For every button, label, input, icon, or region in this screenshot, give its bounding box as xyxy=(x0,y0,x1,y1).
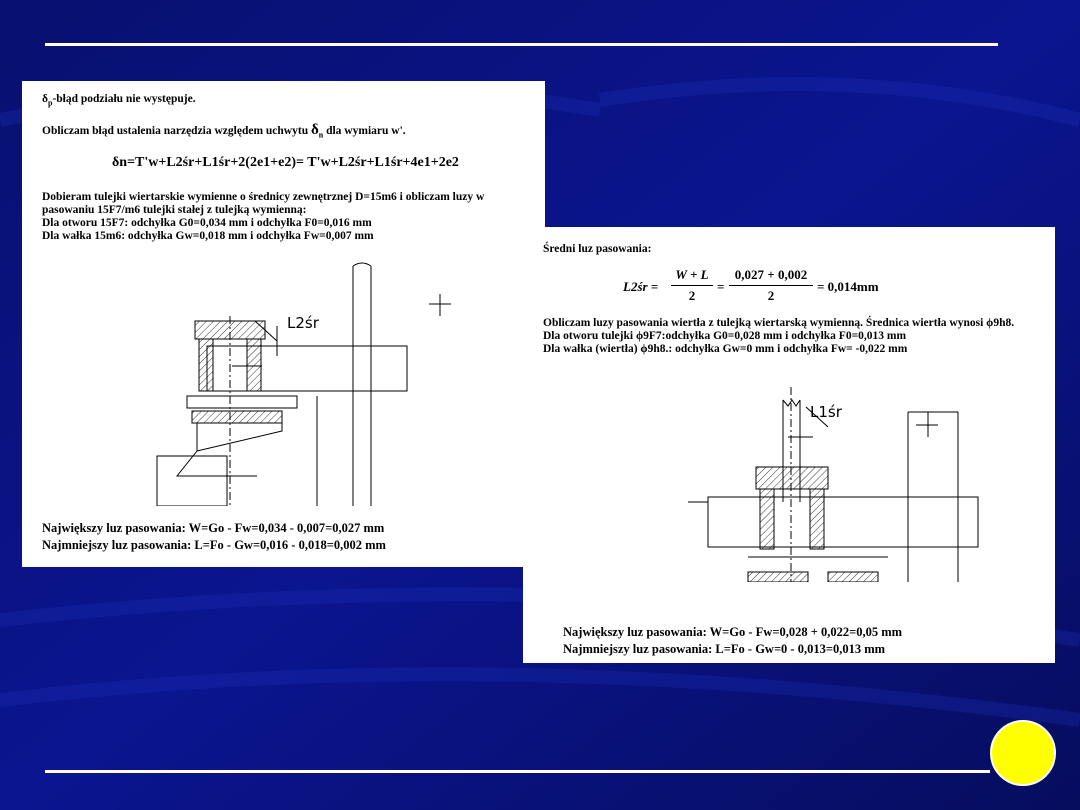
right-document-panel: Średni luz pasowania: L2śr = W + L 2 = 0… xyxy=(523,227,1055,663)
yellow-circle-icon[interactable] xyxy=(990,720,1056,786)
para-otwor: Dla otworu 15F7: odchyłka G0=0,034 mm i … xyxy=(42,217,372,229)
para-walek: Dla wałka 15m6: odchyłka Gw=0,018 mm i o… xyxy=(42,230,374,242)
result-max-left: Największy luz pasowania: W=Go - Fw=0,03… xyxy=(42,521,385,535)
formula-delta-n: δn=T'w+L2śr+L1śr+2(2e1+e2)= T'w+L2śr+L1ś… xyxy=(112,155,459,170)
left-document-panel: δp-błąd podziału nie występuje. Obliczam… xyxy=(22,81,545,567)
bottom-rule xyxy=(45,770,990,773)
technical-drawing-right: L1śr xyxy=(688,387,979,582)
label-l1sr: L1śr xyxy=(810,403,843,421)
para-walek-wiertlo: Dla wałka (wiertła) ϕ9h8.: odchyłka Gw=0… xyxy=(543,343,908,355)
line-ustalenie: Obliczam błąd ustalenia narzędzia względ… xyxy=(42,122,406,140)
para-dobieram-2: pasowaniu 15F7/m6 tulejki stałej z tulej… xyxy=(42,204,307,216)
para-dobieram-1: Dobieram tulejki wiertarskie wymienne o … xyxy=(42,191,485,203)
line-podzial: δp-błąd podziału nie występuje. xyxy=(42,93,196,108)
title-sredni-luz: Średni luz pasowania: xyxy=(543,243,652,255)
result-max-right: Największy luz pasowania: W=Go - Fw=0,02… xyxy=(563,625,903,639)
label-l2sr: L2śr xyxy=(287,314,320,332)
result-min-left: Najmniejszy luz pasowania: L=Fo - Gw=0,0… xyxy=(42,538,386,552)
technical-drawing-left: L2śr xyxy=(156,262,451,506)
equation-l2sr: L2śr = W + L 2 = 0,027 + 0,002 2 = 0,014… xyxy=(623,267,879,303)
top-rule xyxy=(45,43,998,46)
result-min-right: Najmniejszy luz pasowania: L=Fo - Gw=0 -… xyxy=(563,642,886,656)
para-otwor-tulejki: Dla otworu tulejki ϕ9F7:odchyłka G0=0,02… xyxy=(543,330,907,342)
para-luzy-wiertla: Obliczam luzy pasowania wiertła z tulejk… xyxy=(543,317,1015,329)
